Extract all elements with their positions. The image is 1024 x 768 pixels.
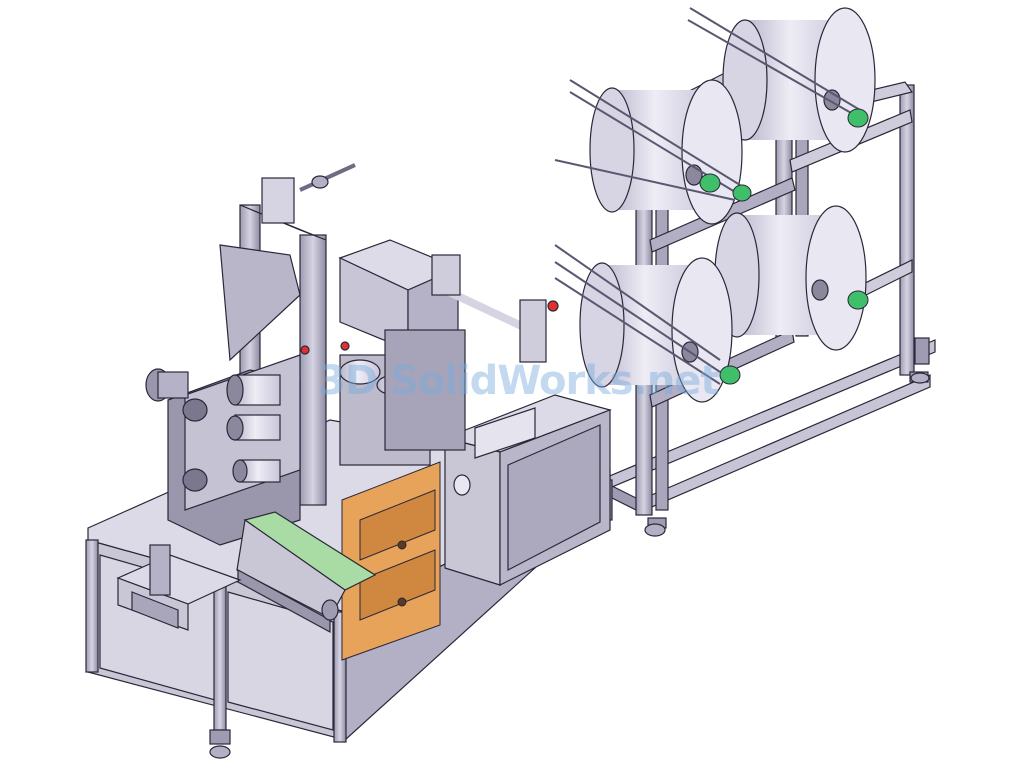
fabric-roll-lower-back [714, 205, 867, 351]
orange-guard-panels [341, 461, 441, 661]
adjust-knob-red [547, 300, 559, 312]
cabinet-port [453, 474, 471, 496]
bearing-green [847, 290, 869, 310]
touch-screen [474, 407, 536, 459]
bearing-green [699, 173, 721, 193]
folding-rollers [182, 374, 281, 492]
fabric-roll-upper-back [722, 7, 876, 153]
leveling-foot [209, 745, 231, 759]
bearing-green [719, 365, 741, 385]
fold-chute [219, 244, 301, 362]
control-cabinet [443, 394, 612, 586]
ultrasonic-welding-station [145, 163, 559, 546]
exit-bracket [116, 544, 242, 631]
adjust-knob-red [300, 345, 310, 355]
shaft-bearings [699, 108, 869, 385]
fabric-rolls [554, 7, 876, 403]
adjust-knob-red [340, 341, 350, 351]
output-conveyor [236, 511, 377, 634]
leveling-foot [910, 372, 930, 384]
bearing-green [847, 108, 869, 128]
fabric-roll-upper-front [589, 79, 743, 225]
leveling-foot [644, 523, 666, 537]
bearing-green [732, 184, 752, 202]
